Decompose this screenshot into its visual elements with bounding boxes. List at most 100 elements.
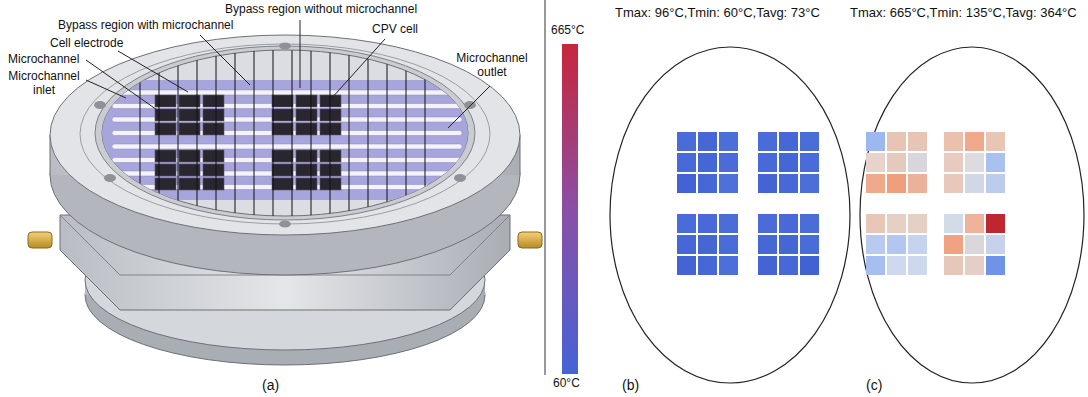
cell-temperature <box>719 256 738 275</box>
cell-temperature <box>986 235 1005 254</box>
cpv-cell <box>272 164 293 176</box>
leader-line <box>86 20 490 128</box>
color-bar <box>562 44 578 374</box>
cpv-cell <box>272 123 293 135</box>
cell-electrode <box>292 48 293 218</box>
cell-electrode <box>368 48 369 218</box>
cell-temperature <box>719 153 738 172</box>
cell-electrode <box>216 48 217 218</box>
cell-temperature <box>866 256 885 275</box>
cell-temperature <box>800 153 819 172</box>
cell-temperature <box>758 153 777 172</box>
cpv-cell <box>155 95 176 107</box>
cell-electrode <box>311 48 312 218</box>
housing <box>28 35 542 365</box>
cell-temperature <box>698 153 717 172</box>
cell-temperature <box>758 235 777 254</box>
cell-electrode <box>425 48 426 218</box>
cell-temperature <box>908 132 927 151</box>
part-label: Microchannel inlet <box>2 70 86 98</box>
cell-temperature <box>677 153 696 172</box>
cpv-cell <box>203 150 224 162</box>
cell-temperature <box>677 132 696 151</box>
cpv-cell <box>296 164 317 176</box>
cell-temperature <box>887 132 906 151</box>
cell-temperature <box>887 174 906 193</box>
cell-temperature <box>758 256 777 275</box>
cpv-cell <box>155 178 176 190</box>
part-label: Bypass region with microchannel <box>58 19 233 33</box>
cell-temperature <box>965 214 984 233</box>
cell-electrode <box>235 48 236 218</box>
cell-electrode <box>140 48 425 218</box>
cpv-cell <box>155 164 176 176</box>
cell-temperature <box>677 235 696 254</box>
cell-temperature <box>965 153 984 172</box>
part-label: CPV cell <box>372 23 418 37</box>
temperature-summary: Tmax: 96°C,Tmin: 60°C,Tavg: 73°C <box>615 6 820 21</box>
cell-temperature <box>800 235 819 254</box>
panel-divider <box>545 0 546 375</box>
cpv-cell <box>203 178 224 190</box>
microchannel-plate <box>100 80 470 200</box>
cell-temperature <box>758 174 777 193</box>
cell-temperature <box>779 132 798 151</box>
cell-temperature <box>719 235 738 254</box>
cell-temperature <box>779 235 798 254</box>
cell-temperature <box>779 214 798 233</box>
cell-temperature <box>800 256 819 275</box>
cpv-cell <box>155 95 341 190</box>
cell-electrode <box>159 48 160 218</box>
cell-temperature <box>866 214 885 233</box>
cell-temperature-map <box>866 132 1005 275</box>
cpv-cell <box>272 150 293 162</box>
cell-electrode <box>140 48 141 218</box>
cell-temperature <box>677 214 696 233</box>
cell-temperature <box>944 256 963 275</box>
cpv-cell <box>203 123 224 135</box>
cell-temperature <box>719 132 738 151</box>
cell-electrode <box>349 48 350 218</box>
cpv-cell <box>296 95 317 107</box>
cell-temperature <box>965 256 984 275</box>
cell-temperature <box>677 174 696 193</box>
cell-temperature <box>908 235 927 254</box>
cell-temperature <box>800 214 819 233</box>
cell-temperature <box>944 174 963 193</box>
cell-temperature <box>866 153 885 172</box>
cell-temperature <box>965 132 984 151</box>
cpv-cell <box>155 123 176 135</box>
cell-temperature <box>944 153 963 172</box>
cell-temperature <box>758 214 777 233</box>
cell-temperature <box>965 235 984 254</box>
microchannel <box>112 144 462 149</box>
cell-temperature <box>887 256 906 275</box>
cpv-cell <box>272 95 293 107</box>
cell-temperature <box>944 235 963 254</box>
cell-temperature <box>719 174 738 193</box>
cell-temperature <box>986 174 1005 193</box>
cell-electrode <box>273 48 274 218</box>
cpv-cell <box>296 150 317 162</box>
cell-temperature <box>965 174 984 193</box>
wafer-outline <box>610 47 850 383</box>
cell-temperature <box>677 256 696 275</box>
cell-electrode <box>197 48 198 218</box>
cpv-cell <box>203 164 224 176</box>
cpv-cell <box>203 95 224 107</box>
panel-label: (a) <box>262 377 279 393</box>
part-label: Microchannel <box>8 53 79 67</box>
cell-temperature <box>944 132 963 151</box>
cell-temperature <box>986 132 1005 151</box>
cell-temperature <box>800 132 819 151</box>
panel-label: (b) <box>622 377 639 393</box>
cell-temperature <box>986 214 1005 233</box>
scale-value: 665°C <box>551 24 585 38</box>
cpv-cell <box>296 109 317 121</box>
cell-temperature <box>698 174 717 193</box>
cell-temperature <box>800 174 819 193</box>
panel-label: (c) <box>866 377 882 393</box>
cell-temperature <box>887 214 906 233</box>
temperature-summary: Tmax: 665°C,Tmin: 135°C,Tavg: 364°C <box>850 6 1077 21</box>
